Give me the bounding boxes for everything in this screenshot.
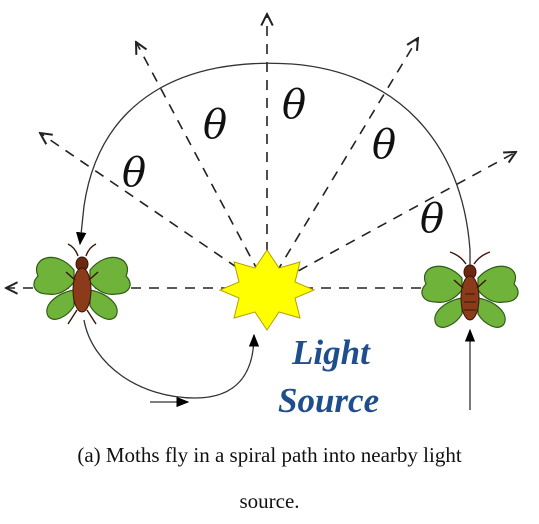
radial-rays (6, 14, 516, 288)
lower-loop (83, 319, 260, 399)
light-source-label-line2: Source (278, 381, 379, 420)
outer-arc (76, 62, 471, 288)
caption-line-1: (a) Moths fly in a spiral path into near… (77, 443, 462, 467)
moth-right (421, 251, 519, 328)
theta-label-4: θ (372, 122, 396, 168)
theta-label-2: θ (203, 102, 227, 148)
ray-upper-left-1 (136, 42, 268, 289)
caption-line-2: source. (239, 489, 300, 513)
angle-labels: θ θ θ θ θ (122, 82, 444, 242)
figure-caption: (a) Moths fly in a spiral path into near… (0, 432, 539, 524)
theta-label-3: θ (282, 82, 306, 128)
light-source-label-line1: Light (291, 333, 371, 372)
spiral-path (76, 62, 476, 410)
ray-upper-right-2 (266, 38, 418, 289)
light-source-star (218, 249, 316, 331)
theta-label-1: θ (122, 150, 146, 196)
moth-light-diagram: θ θ θ θ θ (0, 0, 519, 420)
ray-upper-left-2 (40, 133, 268, 289)
ray-upper-right-1 (266, 152, 516, 289)
moth-left (33, 243, 131, 325)
theta-label-5: θ (420, 196, 444, 242)
